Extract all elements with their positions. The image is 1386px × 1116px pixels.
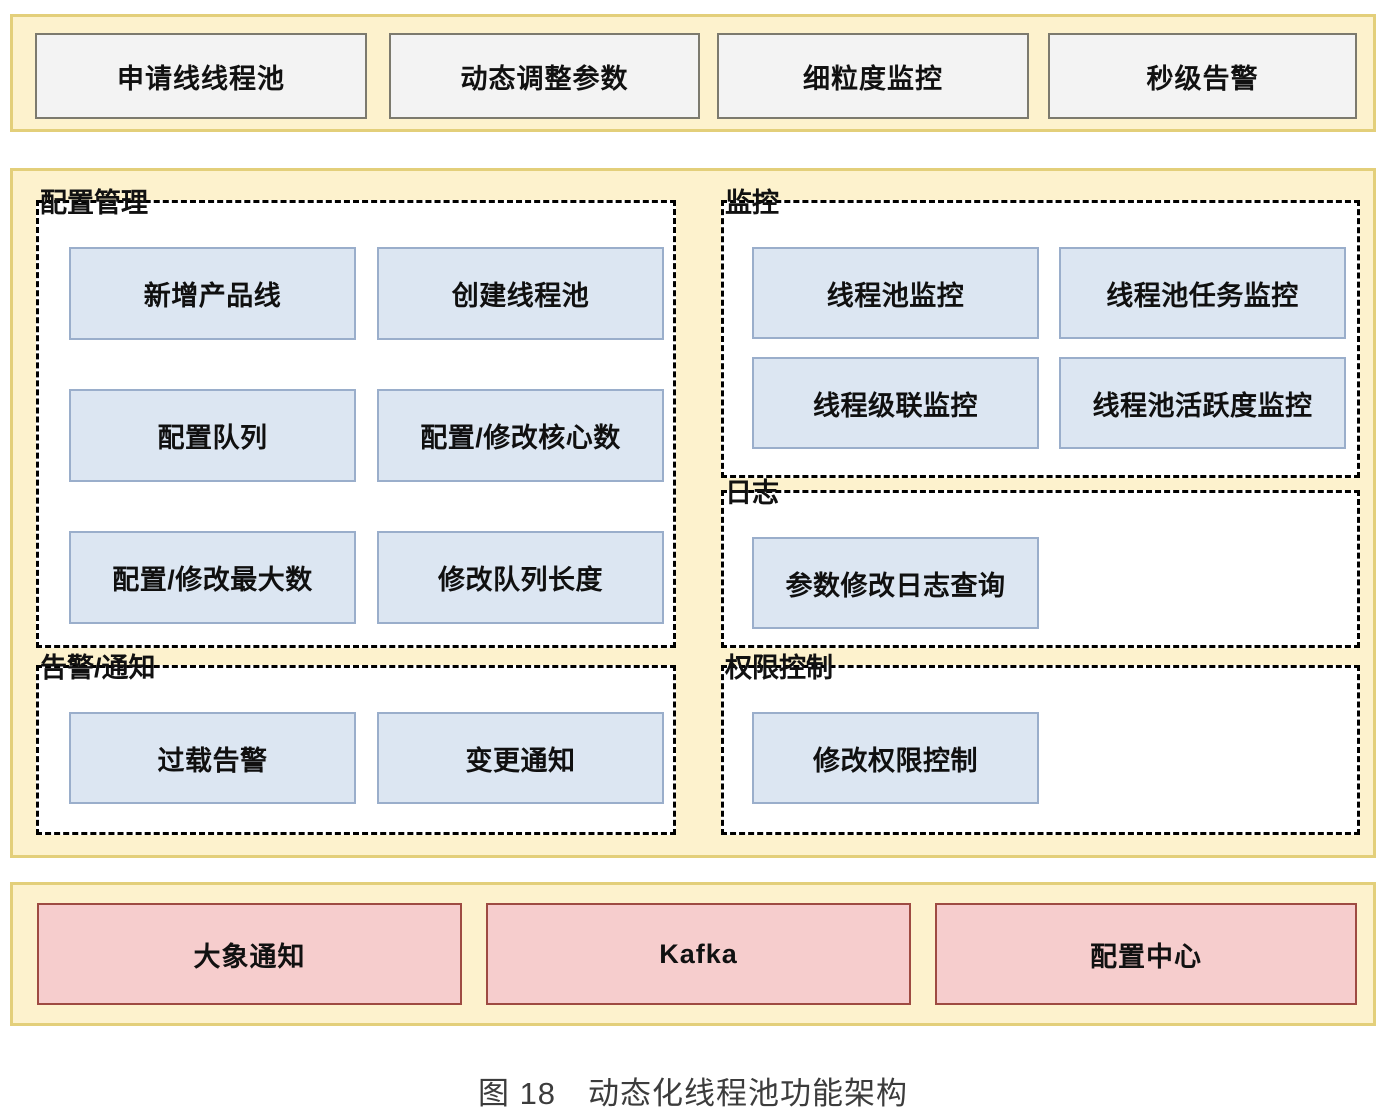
infra-box-config-center[interactable]: 配置中心 xyxy=(935,903,1357,1005)
capability-box-second-level-alerting[interactable]: 秒级告警 xyxy=(1048,33,1357,119)
group-title-log: 日志 xyxy=(725,478,779,508)
feature-box-configure-max-size[interactable]: 配置/修改最大数 xyxy=(69,531,356,624)
group-body-config-management: 新增产品线 创建线程池 配置队列 配置/修改核心数 配置/修改最大数 修改队列长… xyxy=(39,229,673,645)
infra-label: 配置中心 xyxy=(1090,941,1202,972)
capability-box-fine-grained-monitoring[interactable]: 细粒度监控 xyxy=(717,33,1029,119)
feature-label: 配置/修改核心数 xyxy=(420,423,621,453)
feature-label: 新增产品线 xyxy=(143,281,282,311)
group-config-management: 配置管理 新增产品线 创建线程池 配置队列 配置/修改核心数 配置/修改最大数 xyxy=(36,188,676,648)
infra-box-daxiang-notification[interactable]: 大象通知 xyxy=(37,903,462,1005)
group-monitoring: 监控 线程池监控 线程池任务监控 线程级联监控 线程池活跃度监控 xyxy=(721,188,1360,478)
capability-box-apply-thread-pool[interactable]: 申请线线程池 xyxy=(35,33,367,119)
feature-label: 创建线程池 xyxy=(451,281,590,311)
feature-label: 配置队列 xyxy=(157,423,268,453)
feature-box-thread-cascade-monitoring[interactable]: 线程级联监控 xyxy=(752,357,1039,449)
feature-box-thread-pool-monitoring[interactable]: 线程池监控 xyxy=(752,247,1039,339)
group-alert-notification: 告警/通知 过载告警 变更通知 xyxy=(36,653,676,835)
group-title-monitoring: 监控 xyxy=(725,188,779,218)
feature-box-configure-core-size[interactable]: 配置/修改核心数 xyxy=(377,389,664,482)
feature-label: 参数修改日志查询 xyxy=(785,570,1006,601)
capability-box-dynamic-adjust-params[interactable]: 动态调整参数 xyxy=(389,33,700,119)
capability-label: 申请线线程池 xyxy=(117,63,285,94)
group-body-log: 参数修改日志查询 xyxy=(724,519,1357,645)
feature-box-new-product-line[interactable]: 新增产品线 xyxy=(69,247,356,340)
feature-box-modify-queue-length[interactable]: 修改队列长度 xyxy=(377,531,664,624)
group-body-monitoring: 线程池监控 线程池任务监控 线程级联监控 线程池活跃度监控 xyxy=(724,229,1357,475)
feature-label: 变更通知 xyxy=(465,745,576,776)
capability-label: 秒级告警 xyxy=(1146,63,1259,94)
feature-label: 线程池活跃度监控 xyxy=(1092,390,1313,421)
feature-box-param-change-log-query[interactable]: 参数修改日志查询 xyxy=(752,537,1039,629)
capability-layer-container: 申请线线程池 动态调整参数 细粒度监控 秒级告警 xyxy=(10,14,1376,132)
function-layer-container: 配置管理 新增产品线 创建线程池 配置队列 配置/修改核心数 配置/修改最大数 xyxy=(10,168,1376,858)
feature-label: 线程级联监控 xyxy=(813,390,978,421)
group-title-alert-notification: 告警/通知 xyxy=(40,653,156,683)
feature-box-change-notification[interactable]: 变更通知 xyxy=(377,712,664,804)
group-body-alert-notification: 过载告警 变更通知 xyxy=(39,694,673,832)
feature-label: 配置/修改最大数 xyxy=(112,565,313,595)
figure-caption: 图 18 动态化线程池功能架构 xyxy=(477,1076,909,1111)
feature-label: 修改队列长度 xyxy=(438,565,603,595)
feature-label: 修改权限控制 xyxy=(813,745,978,776)
feature-box-modify-permission-control[interactable]: 修改权限控制 xyxy=(752,712,1039,804)
group-body-permission-control: 修改权限控制 xyxy=(724,694,1357,832)
group-permission-control: 权限控制 修改权限控制 xyxy=(721,653,1360,835)
group-title-config-management: 配置管理 xyxy=(40,188,148,218)
group-log: 日志 参数修改日志查询 xyxy=(721,478,1360,648)
feature-label: 线程池监控 xyxy=(826,280,965,311)
feature-box-configure-queue[interactable]: 配置队列 xyxy=(69,389,356,482)
infra-box-kafka[interactable]: Kafka xyxy=(486,903,911,1005)
group-title-permission-control: 权限控制 xyxy=(725,653,833,683)
infrastructure-layer-container: 大象通知 Kafka 配置中心 xyxy=(10,882,1376,1026)
feature-box-thread-pool-task-monitoring[interactable]: 线程池任务监控 xyxy=(1059,247,1346,339)
feature-label: 线程池任务监控 xyxy=(1106,280,1299,311)
feature-label: 过载告警 xyxy=(157,745,268,776)
feature-box-overload-alert[interactable]: 过载告警 xyxy=(69,712,356,804)
feature-box-thread-pool-activity-monitoring[interactable]: 线程池活跃度监控 xyxy=(1059,357,1346,449)
capability-label: 细粒度监控 xyxy=(803,63,943,94)
infra-label: Kafka xyxy=(659,938,738,969)
infra-label: 大象通知 xyxy=(193,941,306,972)
feature-box-create-thread-pool[interactable]: 创建线程池 xyxy=(377,247,664,340)
capability-label: 动态调整参数 xyxy=(460,63,629,94)
